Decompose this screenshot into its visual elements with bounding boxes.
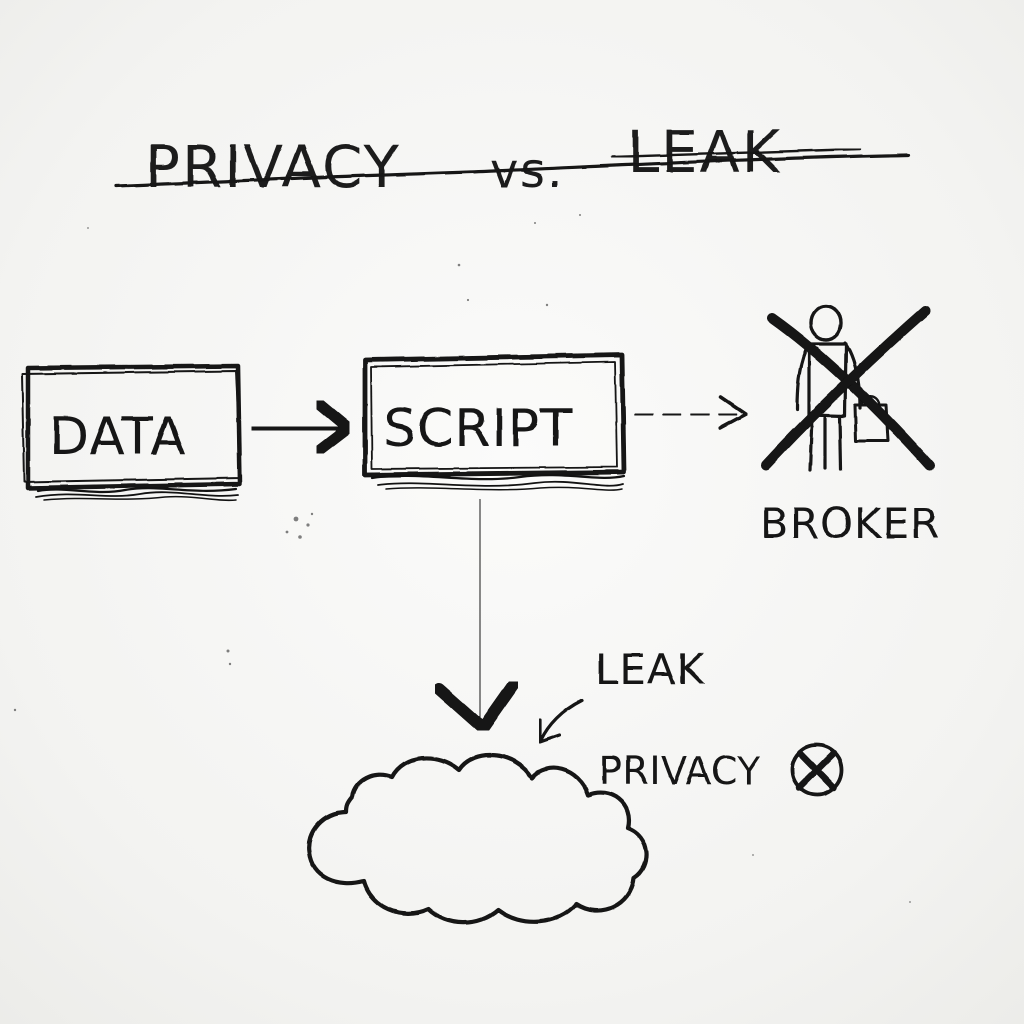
person-left-leg	[808, 414, 814, 472]
broker-label: BROKER	[760, 499, 940, 548]
data-box-shadow-scribble-3	[43, 495, 237, 502]
script-box-outline	[362, 352, 627, 478]
leak-pointer-arrow	[539, 698, 584, 742]
title-strike-line	[610, 147, 862, 159]
person-torso	[807, 342, 848, 418]
title-underline	[114, 153, 910, 188]
data-label: DATA	[49, 407, 187, 467]
person-icon	[795, 304, 890, 472]
circle-x-outline	[790, 743, 844, 797]
title-group: PRIVACY vs. LEAK	[114, 118, 910, 201]
person-right-leg	[838, 414, 843, 471]
data-box-shadow-scribble-1	[36, 487, 238, 494]
circle-x-stroke-2	[795, 749, 838, 792]
script-node: SCRIPT	[362, 352, 627, 491]
arrow-shaft	[250, 421, 350, 436]
data-node: DATA	[21, 363, 243, 502]
dashed-arrow-head	[718, 395, 748, 430]
data-box-outline-secondary	[21, 370, 242, 483]
circle-x-icon	[790, 743, 844, 797]
script-box-outline-secondary	[370, 361, 618, 470]
privacy-annotation: PRIVACY	[599, 743, 844, 797]
vertical-arrow-head	[433, 678, 520, 734]
cross-mark-icon-stroke-2	[761, 306, 930, 470]
broker-node: BROKER	[760, 304, 940, 548]
vertical-arrow-shaft	[470, 499, 490, 717]
cross-mark-icon-stroke-1	[767, 313, 935, 471]
privacy-label: PRIVACY	[599, 749, 761, 793]
dashed-arrow-shaft	[634, 412, 737, 417]
leak-label: LEAK	[595, 645, 706, 694]
leak-pointer-arrow-head	[538, 718, 562, 744]
person-left-arm	[795, 341, 811, 411]
script-box-shadow-scribble-1	[370, 474, 626, 481]
script-label: SCRIPT	[383, 399, 573, 459]
script-box-shadow-scribble-3	[385, 486, 623, 491]
arrow-head	[312, 397, 354, 457]
data-box-shadow-scribble-2	[35, 491, 239, 498]
data-box-outline	[25, 363, 243, 491]
person-head	[809, 304, 843, 342]
dashed-arrow-script-to-broker	[634, 395, 748, 430]
leak-annotation: LEAK	[538, 645, 706, 744]
paper-specks	[13, 214, 911, 903]
script-box-shadow-scribble-2	[377, 480, 624, 487]
cloud-outline	[306, 752, 649, 925]
title-privacy: PRIVACY	[145, 133, 401, 201]
arrow-script-to-cloud	[433, 499, 520, 734]
cloud-icon	[306, 752, 649, 925]
arrow-data-to-script	[250, 397, 354, 457]
